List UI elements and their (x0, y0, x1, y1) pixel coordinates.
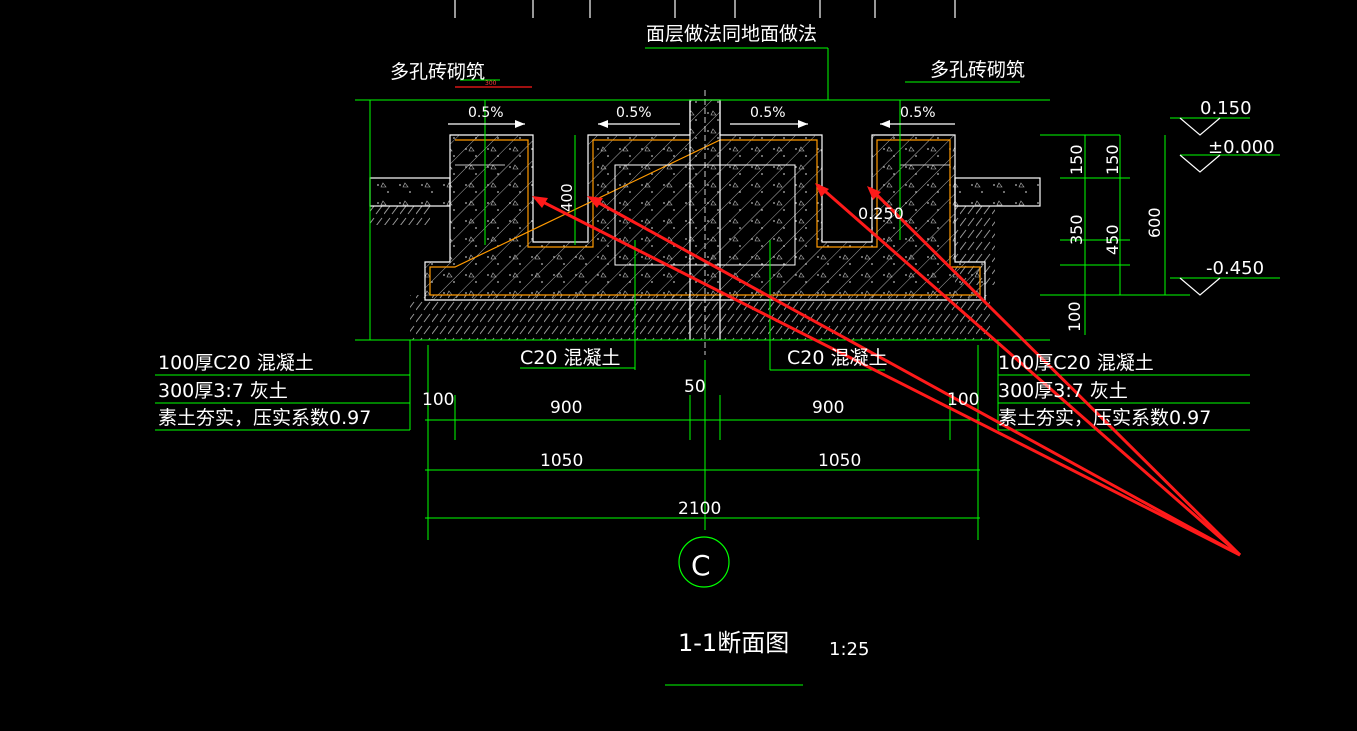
hdim-900-left: 900 (550, 398, 582, 418)
layer-right-1: 100厚C20 混凝土 (998, 352, 1154, 374)
hdim-100-right: 100 (947, 390, 979, 410)
concrete-label-left: C20 混凝土 (520, 347, 620, 369)
slope-label-3: 0.5% (750, 105, 786, 121)
slope-label-4: 0.5% (900, 105, 936, 121)
vdim-350: 350 (1067, 214, 1086, 245)
hdim-100-left: 100 (422, 390, 454, 410)
hdim-1050-left: 1050 (540, 451, 583, 471)
hdim-2100: 2100 (678, 499, 721, 519)
vdim-600: 600 (1145, 207, 1164, 238)
layer-left-2: 300厚3:7 灰土 (158, 380, 288, 402)
soil-hatch (410, 295, 990, 340)
layer-left-3: 素土夯实，压实系数0.97 (158, 407, 371, 429)
slab-left (369, 177, 451, 207)
hdim-1050-right: 1050 (818, 451, 861, 471)
top-lines (454, 0, 956, 18)
elevation-markers (1179, 117, 1221, 296)
vertical-dim-400: 400 (558, 183, 576, 212)
guide-lines (155, 47, 1280, 686)
layer-right-3: 素土夯实，压实系数0.97 (998, 407, 1211, 429)
level-0250: 0.250 (858, 204, 904, 223)
concrete-label-right: C20 混凝土 (787, 347, 887, 369)
slope-label-2: 0.5% (616, 105, 652, 121)
elev-0150: 0.150 (1200, 98, 1252, 119)
layer-right-2: 300厚3:7 灰土 (998, 380, 1128, 402)
vdim-100: 100 (1065, 301, 1084, 332)
hdim-900-right: 900 (812, 398, 844, 418)
elev-minus0450: -0.450 (1206, 258, 1264, 279)
slab-right (954, 177, 1041, 207)
grid-axis-bubble (678, 536, 730, 588)
vdim-150a: 150 (1067, 144, 1086, 175)
grid-axis-label: C (691, 549, 711, 582)
red-annotation-arrows (532, 183, 1242, 557)
vdim-450: 450 (1103, 224, 1122, 255)
section-title: 1-1断面图 (678, 629, 789, 657)
slope-label-1: 0.5% (468, 105, 504, 121)
slope-arrows (448, 120, 955, 128)
elev-0000: ±0.000 (1208, 137, 1275, 158)
brick-note-right: 多孔砖砌筑 (930, 59, 1025, 81)
small-dim: 300 (485, 80, 497, 87)
brick-note-left: 多孔砖砌筑 (390, 61, 485, 83)
layer-left-1: 100厚C20 混凝土 (158, 352, 314, 374)
hdim-50: 50 (684, 377, 706, 397)
surface-note: 面层做法同地面做法 (646, 23, 817, 45)
section-scale: 1:25 (829, 639, 869, 660)
vdim-150b: 150 (1103, 144, 1122, 175)
